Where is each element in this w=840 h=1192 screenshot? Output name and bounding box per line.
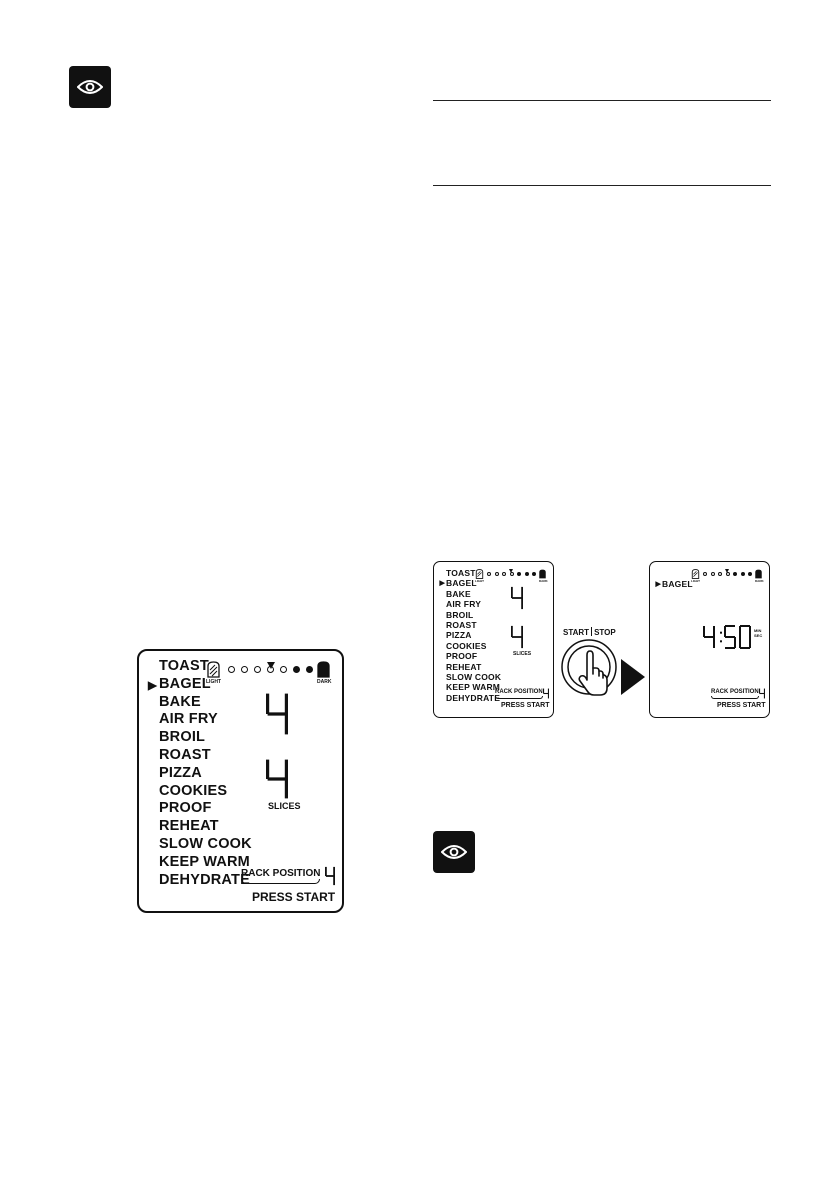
top-digit [266,693,288,735]
press-start-label: PRESS START [717,702,766,709]
shade-dot [241,666,248,673]
menu-item: ROAST [446,620,477,631]
menu-item: BAKE [159,693,201,710]
shade-indicator [725,569,729,573]
slices-digit [510,625,524,649]
dark-label: DARK [539,579,548,583]
menu-item: SLOW COOK [159,835,252,852]
press-start-label: PRESS START [501,702,550,709]
shade-dot [710,572,715,576]
menu-item: DEHYDRATE [446,692,501,703]
menu-item: TOAST [159,658,209,674]
dark-toast-icon [317,661,330,678]
shade-dot [740,572,745,576]
rack-digit [759,688,765,699]
light-toast-icon [475,569,484,579]
menu-item-selected: BAGEL [446,578,501,588]
shade-dot [517,572,521,576]
shade-dot [254,666,261,673]
slices-label: SLICES [268,801,301,811]
shade-dot [228,666,235,673]
light-label: LIGHT [206,679,221,685]
top-digit [510,586,524,610]
menu-item: BROIL [159,729,206,746]
menu-item: BROIL [446,609,474,620]
menu-item: PIZZA [159,764,202,781]
program-menu-small: TOASTBAGELBAKEAIR FRYBROILROASTPIZZACOOK… [446,568,501,703]
shade-dot [293,666,300,673]
dark-label: DARK [755,579,764,583]
bottom-rule [433,185,771,186]
rack-position-label: RACK POSITION [241,868,321,884]
eye-icon [433,831,475,873]
menu-item: SLOW COOK [446,672,502,683]
rack-position-label: RACK POSITION [711,689,759,699]
rack-digit [543,688,549,699]
shade-dot [733,572,737,576]
top-rule [433,100,771,101]
menu-item: KEEP WARM [159,853,250,870]
light-toast-icon [207,661,220,678]
shade-dot [718,572,722,576]
shade-indicator [266,662,275,669]
rack-digit [324,866,336,886]
shade-indicator [509,569,513,573]
light-label: LIGHT [475,579,484,583]
menu-item-selected: BAGEL [159,676,252,694]
small-lcd-panel-left: TOASTBAGELBAKEAIR FRYBROILROASTPIZZACOOK… [433,561,554,718]
menu-item: KEEP WARM [446,682,501,693]
slices-digit [266,759,288,799]
slices-label: SLICES [513,651,532,657]
shade-dot [524,572,529,576]
start-stop-button[interactable] [560,638,618,696]
menu-item: DEHYDRATE [159,871,250,888]
menu-item: ROAST [159,746,211,763]
colon-dot [720,631,722,634]
press-start-label: PRESS START [252,890,336,904]
dark-label: DARK [317,679,332,685]
shade-dot [532,572,536,576]
menu-item: REHEAT [159,818,219,835]
menu-item: COOKIES [446,640,487,651]
menu-item: PROOF [446,651,478,662]
shade-dot [703,572,707,576]
small-lcd-panel-right: BAGEL LIGHT DARK MIN SEC RACK POSITION P… [649,561,770,718]
time-unit-label: MIN SEC [754,628,763,638]
dark-toast-icon [755,569,762,579]
dark-toast-icon [539,569,546,579]
menu-item: BAKE [446,588,471,599]
menu-item: PIZZA [446,630,472,641]
pointing-hand-icon [578,650,608,696]
menu-item: TOAST [446,568,476,578]
shade-dots [703,572,756,576]
light-toast-icon [691,569,700,579]
menu-item: PROOF [159,800,212,817]
menu-item: AIR FRY [446,599,482,610]
program-menu-small: BAGEL [662,579,693,589]
shade-dot [494,572,499,576]
timer-display [703,625,751,649]
shade-dots [228,666,319,673]
colon-dot [720,640,722,643]
menu-item: AIR FRY [159,711,218,728]
menu-item-selected: BAGEL [662,579,693,589]
shade-dot [280,666,287,673]
light-label: LIGHT [691,579,700,583]
menu-item: REHEAT [446,661,482,672]
menu-item: COOKIES [159,782,228,799]
shade-dot [487,572,491,576]
shade-dot [502,572,506,576]
shade-dot [748,572,752,576]
arrow-right-icon [621,659,645,695]
shade-dots [487,572,540,576]
rack-position-label: RACK POSITION [495,689,543,699]
shade-dot [306,666,313,673]
eye-icon [69,66,111,108]
